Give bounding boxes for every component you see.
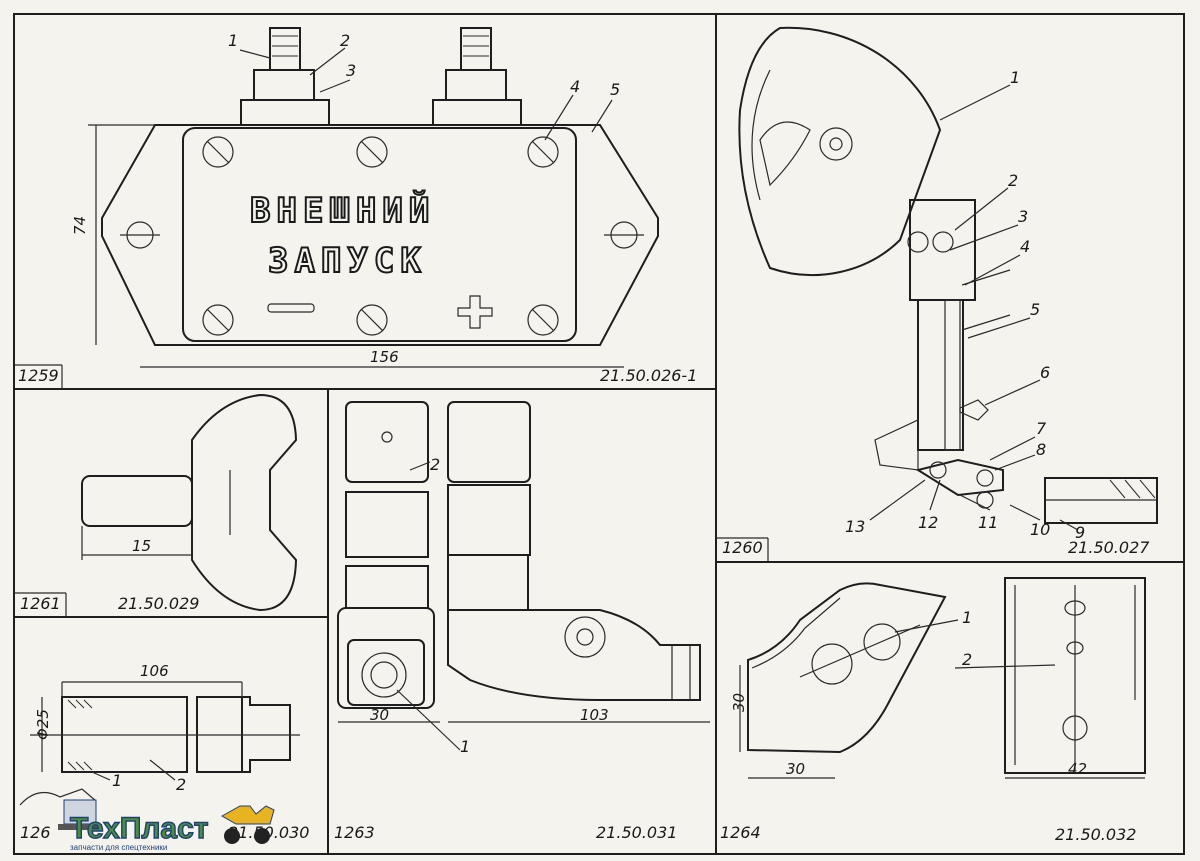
panel-1261: 15 1261 21.50.029 [14,393,298,617]
part-code-1261: 21.50.029 [118,594,199,613]
dim-1264-h: 30 [730,693,748,712]
dim-1261-length: 15 [132,537,151,555]
callout-1260-4: 4 [1020,237,1030,256]
callout-1262-1: 1 [112,771,122,790]
excavator-icon [19,788,102,830]
callout-1259-5: 5 [610,80,620,99]
panel-1260: 1 2 3 4 5 6 7 8 9 10 11 12 13 1260 21.50… [716,26,1158,562]
part-code-1264: 21.50.032 [1055,825,1136,844]
watermark-logo: ТехПласт запчасти для спецтехники [19,788,275,852]
part-code-1259: 21.50.026-1 [600,366,697,385]
callout-1260-1: 1 [1010,68,1020,87]
part-code-1260: 21.50.027 [1068,538,1150,557]
callout-1260-9: 9 [1075,523,1085,542]
callout-1260-6: 6 [1040,363,1050,382]
panel-number-1264: 1264 [720,823,761,842]
dim-1263-a: 30 [370,706,389,724]
dim-1259-height: 74 [71,216,89,235]
callout-1260-3: 3 [1018,207,1028,226]
callout-1260-12: 12 [918,513,938,532]
panel-number-1262: 126 [20,823,51,842]
callout-1264-1: 1 [962,608,972,627]
callout-1264-2: 2 [962,650,972,669]
dim-1263-b: 103 [580,706,609,724]
callout-1259-2: 2 [340,31,350,50]
dim-1264-w1: 30 [786,760,805,778]
dim-1259-width: 156 [370,348,399,366]
callout-1263-2: 2 [430,455,440,474]
callout-1259-4: 4 [570,77,580,96]
callout-1259-1: 1 [228,31,238,50]
part-code-1263: 21.50.031 [596,823,677,842]
callout-1260-7: 7 [1036,419,1047,438]
dim-1262-diameter: Φ25 [34,709,52,740]
panel-number-1263: 1263 [334,823,375,842]
panel-1263: 30 103 1 2 1263 21.50.031 [334,401,710,842]
loader-icon [220,805,275,844]
callout-1260-5: 5 [1030,300,1040,319]
panel-1264: 30 30 42 1 2 1264 21.50.032 [720,577,1146,844]
stencil-line-1: ВНЕШНИЙ [250,190,435,231]
brand-tagline: запчасти для спецтехники [70,843,167,852]
dim-1264-w2: 42 [1068,760,1087,778]
panel-1259: ВНЕШНИЙ ЗАПУСК 1 2 3 4 5 74 156 1259 21.… [14,27,697,389]
callout-1260-2: 2 [1008,171,1018,190]
panel-number-1260: 1260 [722,538,763,557]
callout-1260-8: 8 [1036,440,1046,459]
stencil-line-2: ЗАПУСК [268,241,427,281]
panel-frame [13,13,1185,855]
brand-name: ТехПласт [70,812,209,845]
callout-1260-10: 10 [1030,520,1050,539]
panel-number-1259: 1259 [18,366,59,385]
callout-1260-13: 13 [845,517,865,536]
callout-1260-11: 11 [978,513,998,532]
panel-number-1261: 1261 [20,594,61,613]
dim-1262-length: 106 [140,662,169,680]
callout-1263-1: 1 [460,737,470,756]
callout-1262-2: 2 [176,775,186,794]
callout-1259-3: 3 [346,61,356,80]
